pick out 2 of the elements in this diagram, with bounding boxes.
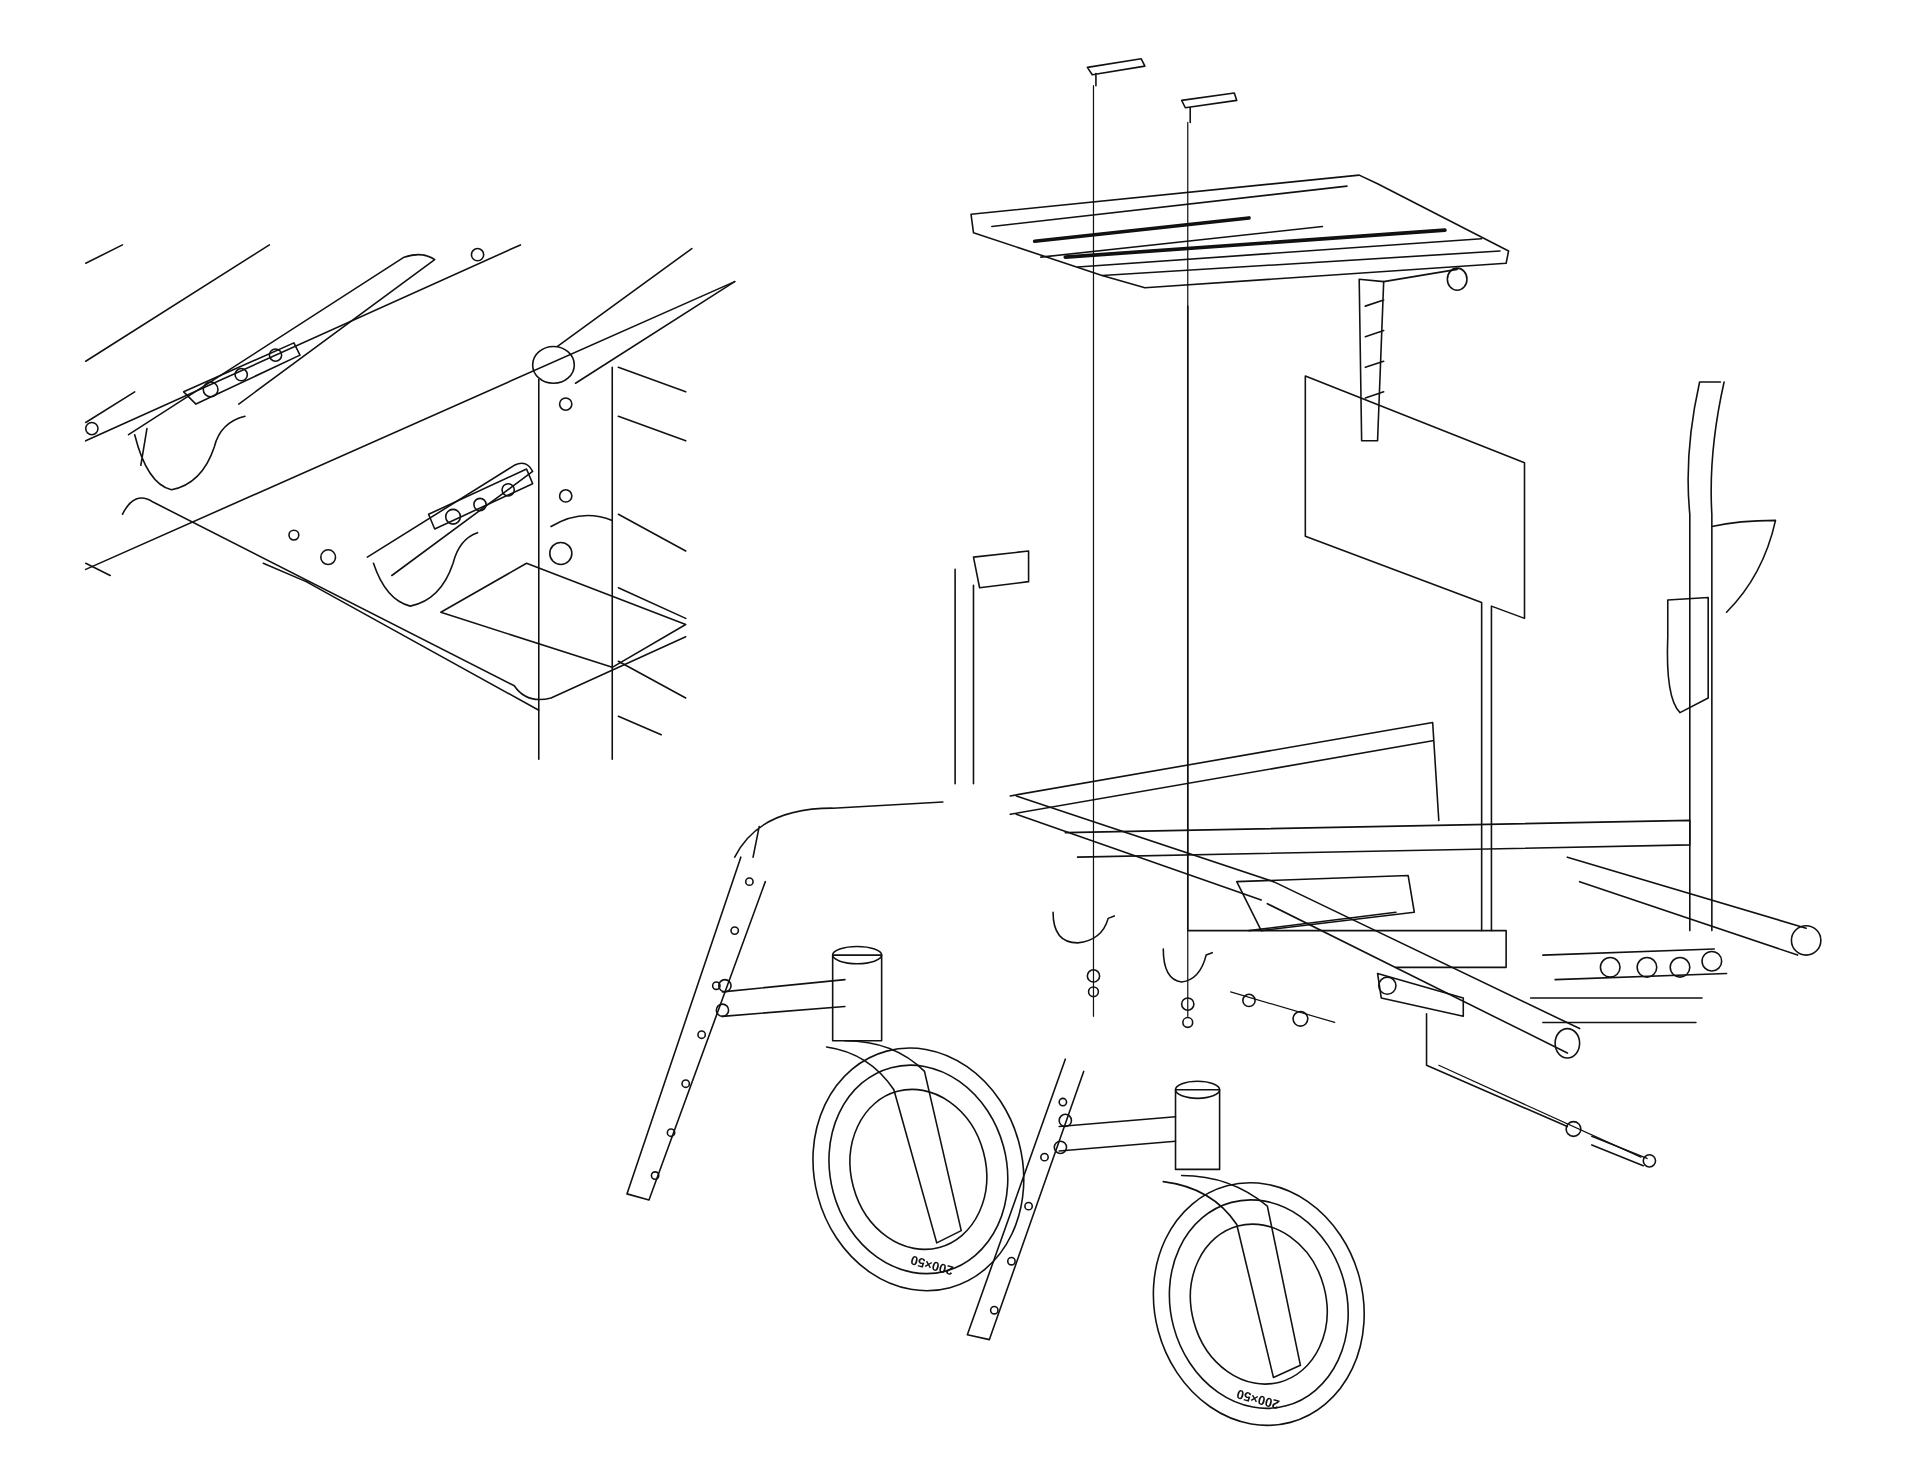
tire-size-marking: 200×50 — [908, 1252, 955, 1279]
tire-size-marking: 200×50 — [1234, 1386, 1281, 1413]
